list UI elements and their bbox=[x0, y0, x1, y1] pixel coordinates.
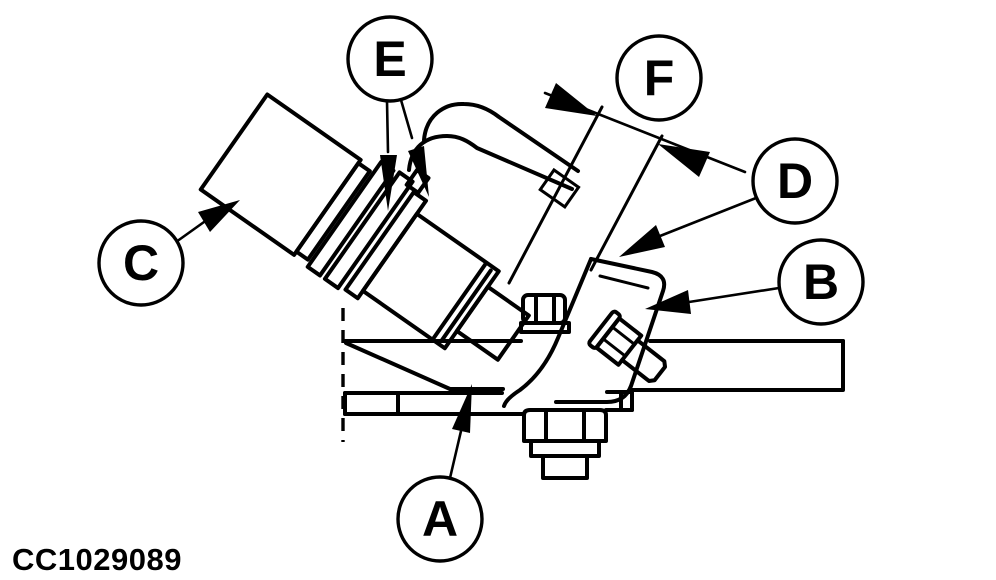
callout-c-letter: C bbox=[123, 235, 159, 291]
callout-e-circle bbox=[346, 15, 434, 103]
sensor-tip bbox=[454, 284, 531, 362]
leader-arrow-icon bbox=[380, 155, 397, 211]
leader-arrow-icon bbox=[619, 225, 665, 257]
callout-a-circle bbox=[396, 475, 484, 563]
sensor-connector bbox=[198, 92, 363, 257]
callout-e: E bbox=[346, 15, 434, 103]
callout-f-circle bbox=[615, 34, 703, 122]
gap-dimension bbox=[543, 83, 747, 177]
pivot-bolt-head bbox=[519, 293, 571, 334]
callout-a: A bbox=[396, 475, 484, 563]
spacer-washer-2 bbox=[322, 170, 415, 291]
callout-d: D bbox=[751, 137, 839, 225]
dimension-arrow-icon bbox=[545, 83, 597, 116]
callout-c: C bbox=[97, 219, 185, 307]
leader-arrow-icon bbox=[645, 290, 691, 314]
figure-code: CC1029089 bbox=[12, 542, 182, 577]
callout-b-circle bbox=[777, 238, 865, 326]
leader-arrow-icon bbox=[408, 146, 429, 197]
sensor-neck-ring bbox=[294, 161, 372, 262]
wire-loop bbox=[407, 101, 580, 191]
callout-d-circle bbox=[751, 137, 839, 225]
callout-d-letter: D bbox=[777, 153, 813, 209]
callout-a-letter: A bbox=[422, 491, 458, 547]
bracket-tab bbox=[538, 167, 581, 209]
callout-b: B bbox=[777, 238, 865, 326]
sensor-end-rib bbox=[431, 262, 488, 340]
sensor-end-rib bbox=[439, 268, 493, 343]
callout-leaders bbox=[174, 98, 781, 480]
lock-nut-assembly bbox=[522, 408, 608, 480]
mounting-bracket bbox=[502, 257, 667, 408]
spacer-washer-3 bbox=[343, 190, 429, 301]
callout-e-letter: E bbox=[373, 31, 406, 87]
callout-f-letter: F bbox=[644, 50, 675, 106]
leader-arrow-icon bbox=[452, 384, 472, 433]
clamp-bolt bbox=[587, 309, 668, 383]
dimension-arrow-icon bbox=[658, 144, 710, 177]
callout-f: F bbox=[615, 34, 703, 122]
shim-plate bbox=[343, 390, 634, 416]
leader-arrow-icon bbox=[198, 200, 240, 232]
callout-c-circle bbox=[97, 219, 185, 307]
callout-b-letter: B bbox=[803, 254, 839, 310]
bracket-arm-edges bbox=[507, 105, 664, 285]
